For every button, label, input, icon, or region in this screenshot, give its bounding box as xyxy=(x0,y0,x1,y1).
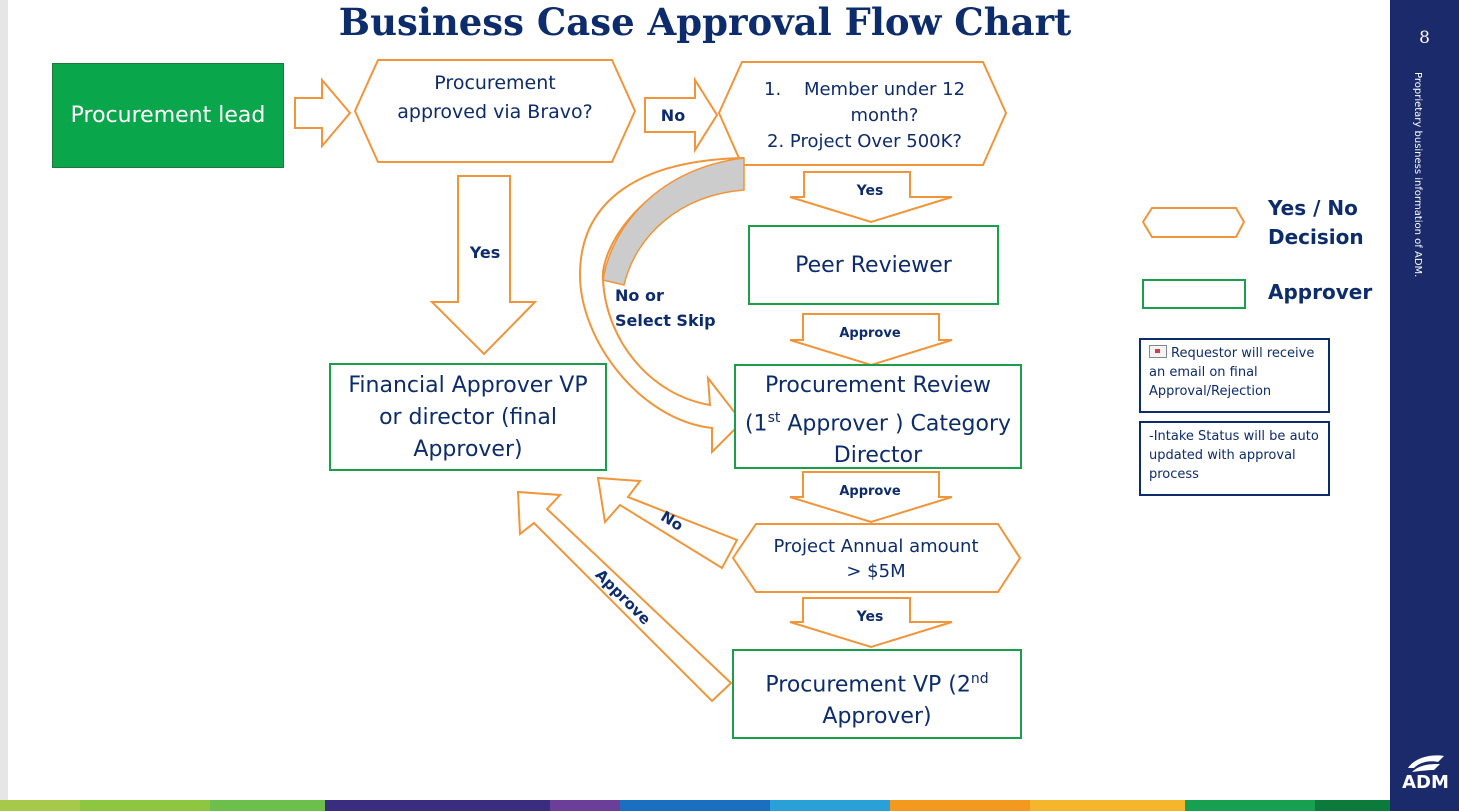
annual-line-1: Project Annual amount xyxy=(773,536,979,557)
edge-select-skip: Select Skip xyxy=(615,311,716,330)
legend-decision-shape xyxy=(1141,207,1246,238)
procurement-review-line-3: Director xyxy=(833,443,923,469)
legend-approver-label: Approver xyxy=(1268,280,1373,304)
mail-icon xyxy=(1149,345,1167,358)
procurement-review-line-2: (1st Approver ) Category xyxy=(735,402,1021,440)
procurement-review-box xyxy=(734,364,1022,469)
arrow-lead-to-bravo xyxy=(294,77,352,149)
arrow-curve-skip xyxy=(578,157,745,455)
arrow-no-bravo xyxy=(644,76,719,154)
edge-skip-label: No or Select Skip xyxy=(615,283,716,333)
edge-yes-bravo: Yes xyxy=(469,243,501,262)
edge-approve-1: Approve xyxy=(839,326,901,341)
page-title: Business Case Approval Flow Chart xyxy=(338,0,1072,44)
financial-approver-box xyxy=(329,363,607,471)
procurement-lead-box: Procurement lead xyxy=(52,63,284,168)
edge-yes-vp: Yes xyxy=(856,609,884,625)
arrow-yes-vp xyxy=(789,597,953,649)
arrow-no-diagonal xyxy=(596,476,739,570)
arrow-yes-peer xyxy=(789,171,953,224)
procurement-review-sup: st xyxy=(767,410,781,426)
decision-bravo-label: Procurement approved via Bravo? xyxy=(397,72,593,123)
edge-no-bravo: No xyxy=(660,106,686,125)
arrow-approve-1 xyxy=(789,313,953,367)
financial-approver-label: Financial Approver VP or director (final… xyxy=(348,373,588,462)
procurement-vp-box xyxy=(732,649,1022,739)
confidential-notice: Proprietary business information of ADM. xyxy=(1412,72,1423,278)
procurement-review-suffix: Approver ) Category xyxy=(780,411,1012,437)
procurement-review-prefix: (1 xyxy=(744,411,768,437)
adm-logo-text: ADM xyxy=(1402,772,1449,793)
arrow-yes-bravo-down xyxy=(429,175,538,356)
member-number: 1. xyxy=(764,79,782,100)
decision-member-label: 1. Member under 12 month? 2. Project Over… xyxy=(742,77,987,155)
legend-approver-shape xyxy=(1142,279,1246,309)
decision-bravo-shape xyxy=(353,59,637,163)
procurement-vp-label: Procurement VP (2nd Approver) xyxy=(733,663,1021,733)
legend-decision-label: Yes / No Decision xyxy=(1268,196,1364,249)
edge-yes-peer: Yes xyxy=(856,183,884,199)
member-line-1: Member under 12 xyxy=(803,79,966,100)
member-line-3: 2. Project Over 500K? xyxy=(767,131,962,152)
procurement-vp-sup: nd xyxy=(970,671,989,687)
flowchart-canvas xyxy=(294,59,1246,739)
peer-reviewer-label: Peer Reviewer xyxy=(795,253,952,278)
annual-line-2: > $5M xyxy=(846,561,906,582)
right-sidebar: 8 Proprietary business information of AD… xyxy=(1390,0,1459,811)
email-note-text: Requestor will receive an email on final… xyxy=(1149,346,1315,399)
member-line-2: month? xyxy=(850,105,919,126)
adm-logo-icon xyxy=(1408,755,1444,772)
decision-member-shape xyxy=(717,61,1008,166)
edge-approve-2: Approve xyxy=(839,484,901,499)
arrow-approve-2 xyxy=(789,471,953,524)
edge-no-or: No or xyxy=(615,286,664,305)
decision-annual-label: Project Annual amount > $5M xyxy=(740,534,1012,584)
status-note: -Intake Status will be auto updated with… xyxy=(1139,421,1330,496)
peer-reviewer-box xyxy=(748,225,999,305)
procurement-vp-prefix: Procurement VP (2 xyxy=(765,672,971,698)
procurement-review-label: Procurement Review (1st Approver ) Categ… xyxy=(735,370,1021,472)
arrow-approve-diagonal xyxy=(516,490,733,703)
email-note: Requestor will receive an email on final… xyxy=(1139,338,1330,413)
page-number: 8 xyxy=(1419,28,1430,48)
procurement-review-line-1: Procurement Review xyxy=(764,373,992,398)
procurement-vp-line-1: Procurement VP (2nd xyxy=(733,663,1021,701)
procurement-vp-line-2: Approver) xyxy=(822,704,932,730)
left-edge xyxy=(0,0,8,811)
decision-annual-shape xyxy=(731,523,1022,593)
bottom-color-bar xyxy=(0,800,1390,811)
arrow-curve-skip-fill xyxy=(602,157,745,286)
